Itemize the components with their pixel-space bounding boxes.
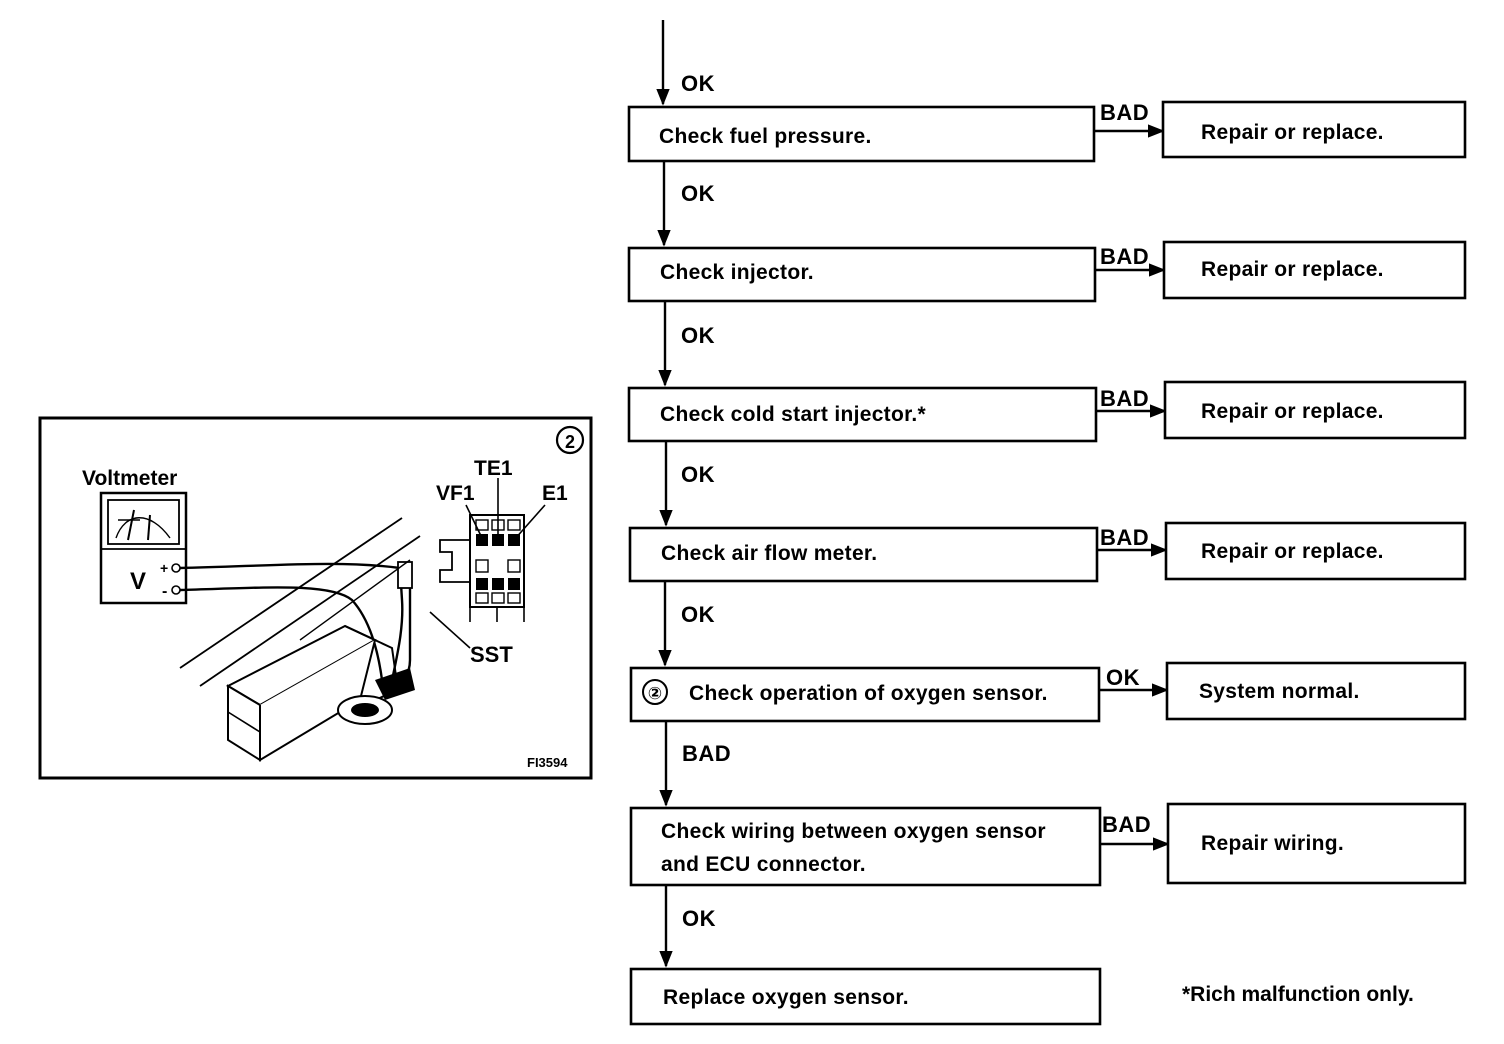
svg-text:Check cold start injector.*: Check cold start injector.*	[660, 403, 927, 426]
air-flow-meter-drawing	[225, 624, 415, 762]
vf1-terminal-label: VF1	[436, 482, 475, 505]
voltmeter-v-label: V	[130, 568, 146, 595]
fail-label-airflow: BAD	[1100, 525, 1149, 550]
svg-text:System normal.: System normal.	[1199, 680, 1360, 703]
fail-label-injector: BAD	[1100, 244, 1149, 269]
svg-text:Check operation of oxygen sens: Check operation of oxygen sensor.	[689, 682, 1048, 705]
voltmeter-plus-label: +	[160, 560, 168, 576]
svg-text:Repair or replace.: Repair or replace.	[1201, 121, 1384, 144]
fail-label-fuel: BAD	[1100, 100, 1149, 125]
step-replace-oxygen-sensor: Replace oxygen sensor.	[629, 967, 1102, 1026]
fail-label-cold: BAD	[1100, 386, 1149, 411]
voltmeter-minus-label: -	[162, 583, 167, 600]
next-label-cold: OK	[681, 462, 715, 487]
figure-step-marker: 2	[555, 425, 585, 455]
voltmeter-icon	[99, 491, 188, 605]
svg-text:Check air flow meter.: Check air flow meter.	[661, 542, 877, 565]
action-repair-wiring: Repair wiring.	[1166, 802, 1467, 885]
voltmeter-connection-figure: 2 Voltmeter V + -	[38, 416, 593, 780]
svg-text:Repair or replace.: Repair or replace.	[1201, 540, 1384, 563]
svg-text:Replace oxygen sensor.: Replace oxygen sensor.	[663, 986, 909, 1009]
step-marker	[642, 679, 668, 705]
next-label-injector: OK	[681, 323, 715, 348]
entry-label: OK	[681, 71, 715, 96]
result-system-normal: System normal.	[1165, 661, 1467, 721]
step-check-fuel-pressure: Check fuel pressure.	[627, 105, 1096, 163]
svg-text:Check fuel pressure.: Check fuel pressure.	[659, 125, 872, 148]
next-label-airflow: OK	[681, 602, 715, 627]
check-connector-drawing	[429, 478, 546, 649]
svg-text:2: 2	[565, 432, 575, 452]
action-repair-cold: Repair or replace.	[1163, 380, 1467, 440]
svg-text:Repair wiring.: Repair wiring.	[1201, 832, 1344, 855]
action-repair-airflow: Repair or replace.	[1164, 521, 1467, 581]
step-check-wiring: Check wiring between oxygen sensor and E…	[629, 806, 1102, 887]
figure-code: FI3594	[527, 755, 568, 770]
action-repair-injector: Repair or replace.	[1162, 240, 1467, 300]
svg-text:Check wiring between oxygen se: Check wiring between oxygen sensor	[661, 820, 1046, 843]
step-check-air-flow-meter: Check air flow meter.	[628, 526, 1099, 583]
step-check-oxygen-sensor: ② Check operation of oxygen sensor.	[629, 666, 1101, 723]
next-label-fuel: OK	[681, 181, 715, 206]
step-check-cold-start-injector: Check cold start injector.*	[627, 386, 1098, 443]
svg-text:②: ②	[648, 684, 662, 703]
sst-label: SST	[470, 642, 513, 667]
e1-terminal-label: E1	[542, 482, 568, 505]
svg-text:Repair or replace.: Repair or replace.	[1201, 258, 1384, 281]
ok-label-oxygen: OK	[1106, 665, 1140, 690]
te1-terminal-label: TE1	[474, 457, 513, 480]
next-label-wiring: OK	[682, 906, 716, 931]
fail-label-wiring: BAD	[1102, 812, 1151, 837]
next-label-oxygen: BAD	[682, 741, 731, 766]
step-check-injector: Check injector.	[627, 246, 1097, 303]
svg-text:Repair or replace.: Repair or replace.	[1201, 400, 1384, 423]
footnote: *Rich malfunction only.	[1182, 983, 1414, 1006]
svg-text:and ECU connector.: and ECU connector.	[661, 853, 866, 876]
action-repair-fuel: Repair or replace.	[1161, 100, 1467, 159]
svg-text:Check injector.: Check injector.	[660, 261, 814, 284]
flowchart: OK Check fuel pressure. BAD Repair or re…	[627, 20, 1467, 1026]
voltmeter-label: Voltmeter	[82, 467, 177, 490]
